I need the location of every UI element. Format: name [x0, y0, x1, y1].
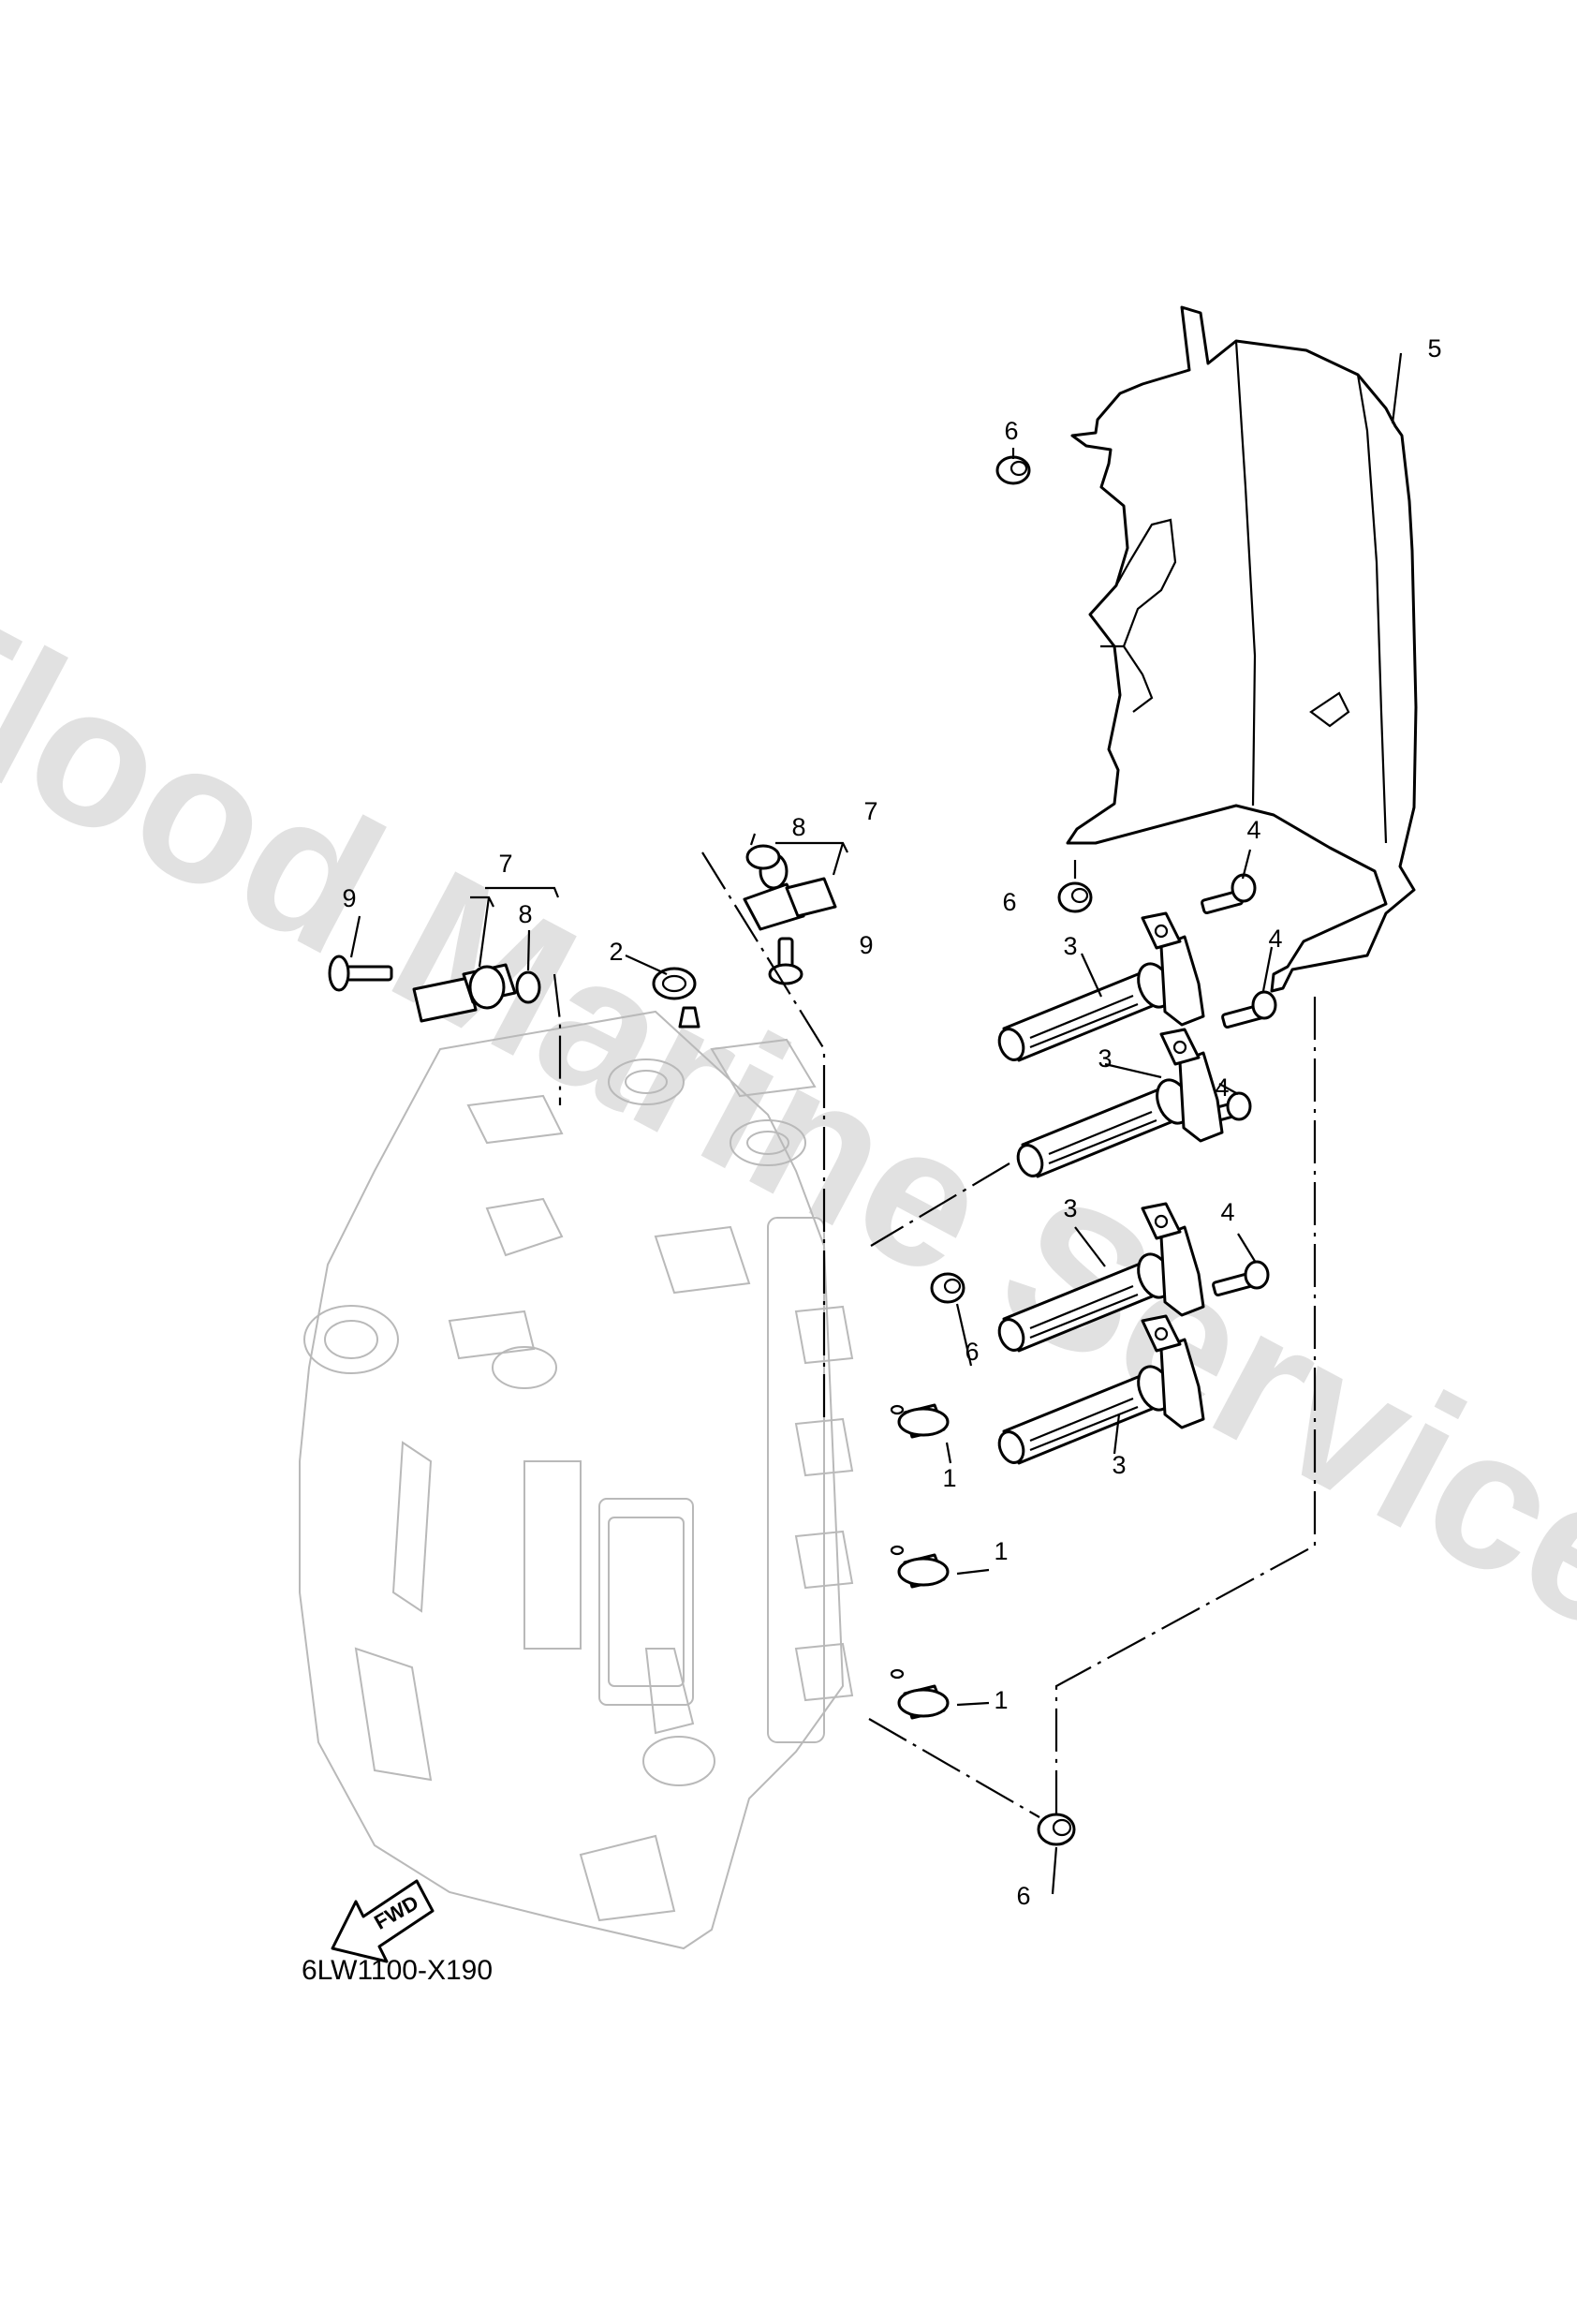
callout-4-b: 4 [1268, 925, 1282, 953]
bolt-left [328, 955, 393, 992]
spark-plug-cap-a [890, 1403, 950, 1439]
callout-4-d: 4 [1220, 1198, 1234, 1226]
assembly-chain-lines [553, 851, 1317, 1818]
ignition-coil-d [997, 1314, 1205, 1465]
callout-2: 2 [609, 938, 623, 966]
callout-4-c: 4 [1215, 1073, 1229, 1102]
o-ring-right [745, 844, 781, 870]
callout-1-a: 1 [942, 1464, 956, 1492]
callout-8-right: 8 [791, 813, 805, 841]
callout-3-b: 3 [1098, 1044, 1112, 1073]
callout-3-c: 3 [1063, 1194, 1077, 1222]
bolt-right [768, 937, 803, 985]
ignition-coil-a [997, 911, 1205, 1062]
callout-4-a: 4 [1246, 816, 1260, 844]
callout-6-bottom: 6 [1016, 1882, 1030, 1910]
spark-plug-cap-c [890, 1668, 950, 1720]
ignition-coil-c [997, 1202, 1205, 1353]
fwd-arrow-icon: FWD [331, 1879, 435, 1963]
engine-block-illustration [299, 1010, 854, 1950]
grommet-mid [1057, 881, 1093, 913]
callout-6-block: 6 [965, 1338, 979, 1366]
callout-3-d: 3 [1112, 1451, 1126, 1479]
callout-7-left: 7 [498, 850, 512, 878]
bolt-d [1212, 1260, 1270, 1297]
grommet-top [995, 455, 1031, 485]
callout-8-left: 8 [518, 900, 532, 928]
callout-5: 5 [1427, 334, 1441, 363]
ignition-coil-cover [1066, 305, 1418, 993]
callout-1-b: 1 [994, 1537, 1008, 1565]
leader-lines [349, 352, 1403, 1895]
diagram-code: 6LW1100-X190 [302, 1955, 493, 1986]
callout-7-right: 7 [863, 797, 877, 825]
bolt-b [1221, 990, 1277, 1029]
clamp [652, 967, 700, 1029]
callout-9-right: 9 [859, 931, 873, 959]
callout-9-left: 9 [342, 884, 356, 912]
callout-6-top: 6 [1004, 417, 1018, 445]
grommet-bottom [1037, 1813, 1076, 1846]
callout-3-a: 3 [1063, 932, 1077, 960]
grommet-block [930, 1272, 965, 1304]
spark-plug-cap-b [890, 1545, 950, 1589]
o-ring-left [515, 970, 541, 1004]
ignition-coil-b [1016, 1028, 1224, 1178]
callouts: 6 5 8 7 9 7 9 8 2 4 6 3 4 3 4 3 4 6 3 1 … [342, 334, 1441, 1910]
sensor-assembly-right [743, 852, 837, 931]
bolt-a [1201, 873, 1257, 915]
callout-6-mid: 6 [1002, 888, 1016, 916]
callout-1-c: 1 [994, 1686, 1008, 1714]
